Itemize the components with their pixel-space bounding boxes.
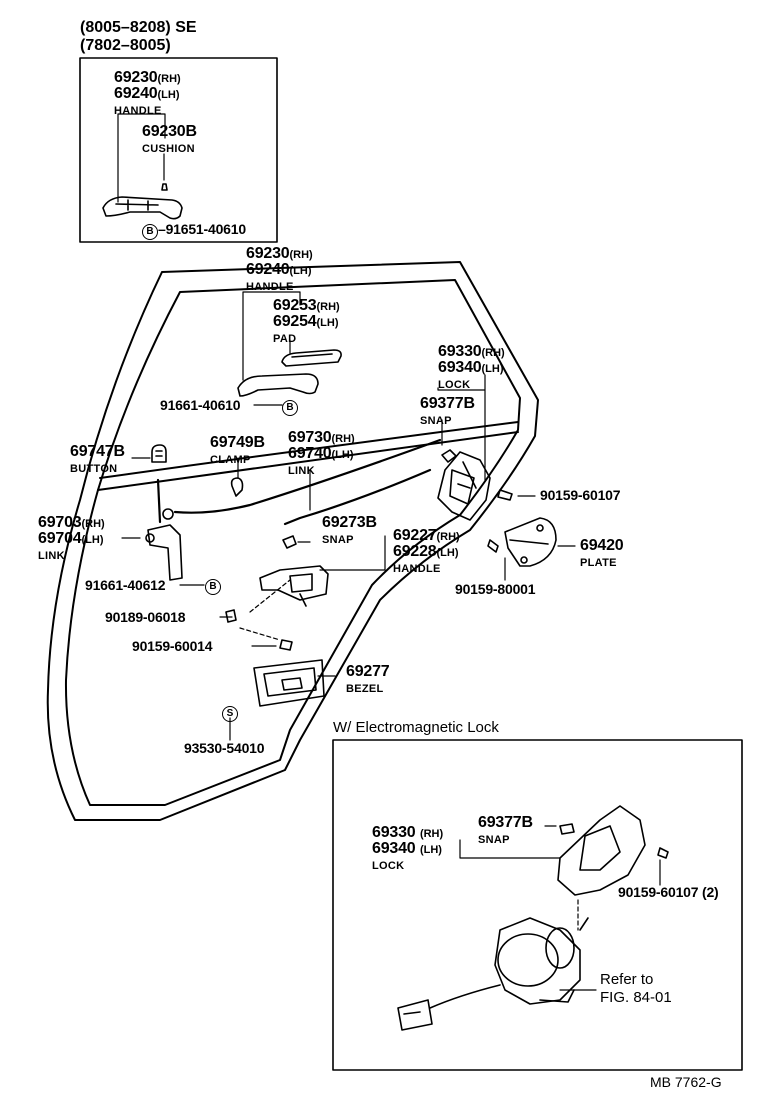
screw-handle-badge: B	[282, 398, 298, 416]
main-leaders	[121, 291, 576, 741]
clamp-label: 69749B CLAMP	[210, 434, 265, 466]
snap-lock-label: 69377B SNAP	[420, 395, 475, 427]
screw-link-badge: B	[205, 577, 221, 595]
outer-handle-shape	[237, 349, 342, 397]
em-leaders	[459, 825, 661, 991]
screw-shapes	[225, 489, 513, 651]
em-snap-label: 69377B SNAP	[478, 814, 533, 846]
lock-shape	[437, 449, 491, 521]
plate-shape	[504, 517, 557, 567]
screw-inner-handle-label: 90159-60014	[132, 638, 213, 654]
snap-handle-label: 69273B SNAP	[322, 514, 377, 546]
header-line-2: (7802–8005)	[80, 37, 171, 54]
bezel-shape	[253, 659, 325, 707]
screw-link-label: 91661-40612	[85, 577, 166, 593]
nut-label: 90189-06018	[105, 609, 186, 625]
side-link-shape	[145, 508, 183, 581]
button-label: 69747B BUTTON	[70, 443, 125, 475]
link-side-label: 69703(RH) 69704(LH) LINK	[38, 514, 105, 562]
clamp-shape	[230, 477, 244, 497]
em-refer-line1: Refer to	[600, 971, 654, 988]
em-inset-frame	[332, 739, 743, 1071]
header-line-1: (8005–8208) SE	[80, 19, 197, 36]
figure-code: MB 7762-G	[650, 1074, 722, 1090]
em-refer-line2: FIG. 84-01	[600, 989, 672, 1006]
screw-bezel-badge: S	[222, 704, 238, 722]
inner-handle-shape	[259, 565, 329, 607]
lock-label: 69330(RH) 69340(LH) LOCK	[438, 343, 505, 391]
em-lock-label: 69330 (RH) 69340 (LH) LOCK	[372, 824, 444, 872]
plate-label: 69420 PLATE	[580, 537, 624, 569]
se-inset-leaders	[117, 113, 166, 203]
inner-handle-label: 69227(RH) 69228(LH) HANDLE	[393, 527, 460, 575]
bezel-label: 69277 BEZEL	[346, 663, 390, 695]
se-screw-label: B–91651-40610	[142, 222, 246, 240]
screw-plate-label: 90159-80001	[455, 581, 536, 597]
pad-label: 69253(RH) 69254(LH) PAD	[273, 297, 340, 345]
main-handle-label: 69230(RH) 69240(LH) HANDLE	[246, 245, 313, 293]
door-outline	[46, 261, 539, 821]
screw-handle-label: 91661-40610	[160, 397, 241, 413]
snap-shape	[282, 535, 297, 549]
link-main-label: 69730(RH) 69740(LH) LINK	[288, 429, 355, 477]
em-actuator-shape	[397, 917, 589, 1031]
link-rods	[156, 438, 442, 526]
se-cushion-label: 69230B CUSHION	[142, 123, 197, 155]
em-inset-title: W/ Electromagnetic Lock	[333, 719, 499, 736]
screw-lock-label: 90159-60107	[540, 487, 621, 503]
button-shape	[151, 444, 167, 463]
se-handle-shape	[102, 183, 183, 220]
se-inset-frame	[79, 57, 278, 243]
screw-bezel-label: 93530-54010	[184, 740, 265, 756]
em-screw-label: 90159-60107 (2)	[618, 884, 719, 900]
em-lock-shape	[557, 805, 669, 896]
se-handle-label: 69230(RH) 69240(LH) HANDLE	[114, 69, 181, 117]
